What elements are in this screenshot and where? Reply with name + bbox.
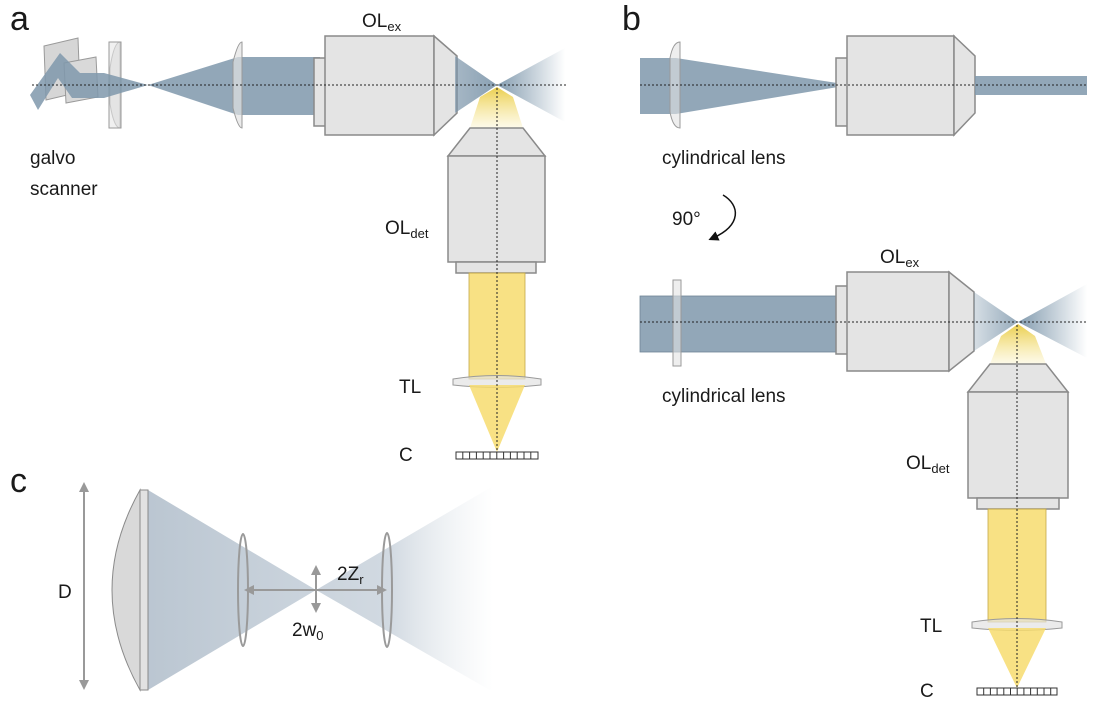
panel-a: a [10, 0, 566, 466]
label-rayleigh: 2Zr [337, 564, 364, 587]
panel-a-letter: a [10, 0, 29, 38]
label-c-b: C [920, 681, 934, 702]
camera-sensor-b [976, 687, 1058, 696]
label-oldet-a: OLdet [385, 218, 429, 241]
label-waist: 2w0 [292, 620, 324, 643]
galvo-scanner-icon [30, 37, 104, 110]
objective-det-b [966, 363, 1070, 510]
fluorescence-glow-b [990, 324, 1046, 364]
fluorescence-glow-a [470, 87, 523, 128]
panel-b-letter: b [622, 0, 641, 38]
label-scanner: scanner [30, 179, 98, 200]
excitation-beam [104, 57, 320, 115]
label-cyl-lens-top: cylindrical lens [662, 148, 786, 169]
label-tl-b: TL [920, 616, 942, 637]
label-c-a: C [399, 445, 413, 466]
excitation-beam-b-bottom [639, 295, 839, 353]
light-sheet-fan-b [1018, 284, 1087, 358]
rotation-arrow-icon [708, 194, 737, 241]
label-tl-a: TL [399, 377, 421, 398]
panel-b: b cylindrical lens 90° [622, 0, 1087, 702]
label-aperture: D [58, 582, 72, 603]
camera-sensor-a [455, 451, 539, 460]
label-cyl-lens-bottom: cylindrical lens [662, 386, 786, 407]
output-beam-b [975, 76, 1087, 95]
label-galvo: galvo [30, 148, 75, 169]
panel-c: c D 2Zr 2w0 [10, 462, 493, 692]
excitation-beam-b-top [640, 58, 850, 114]
label-olex-a: OLex [362, 11, 402, 34]
light-sheet-fan-a [497, 48, 565, 122]
cylindrical-lens-bottom [672, 279, 682, 367]
label-olex-b: OLex [880, 247, 920, 270]
label-oldet-b: OLdet [906, 453, 950, 476]
label-rotation: 90° [672, 209, 701, 230]
panel-c-letter: c [10, 462, 27, 500]
focusing-lens-c [111, 488, 149, 692]
cylindrical-lens-top [669, 41, 681, 129]
